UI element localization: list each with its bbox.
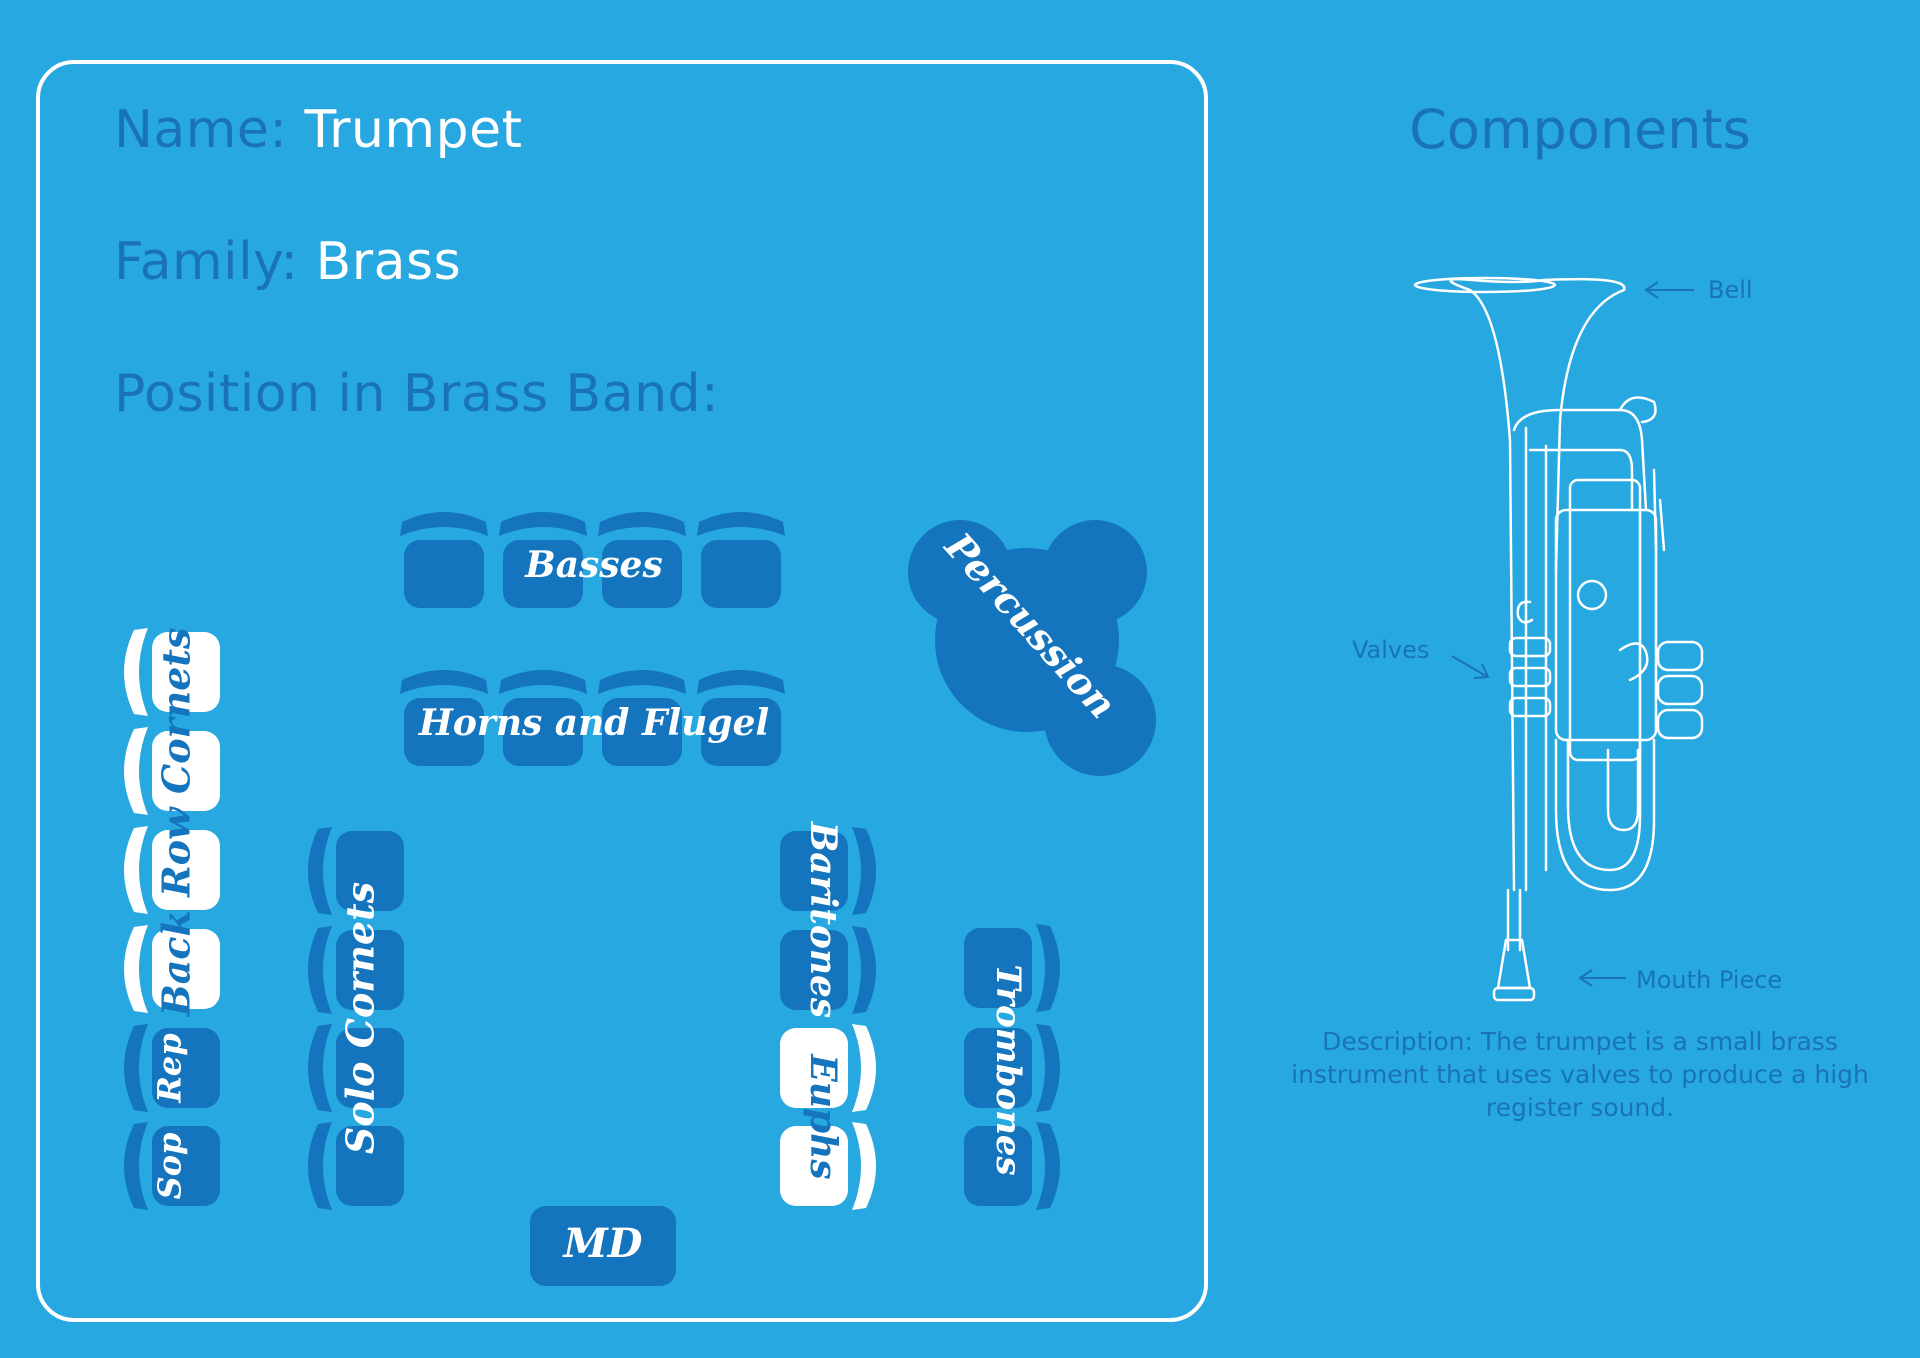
percussion-section xyxy=(908,520,1156,776)
valves-label: Valves xyxy=(1352,636,1430,664)
band-position-heading: Position in Brass Band: xyxy=(114,364,720,424)
trumpet-line-drawing xyxy=(1413,276,1704,1002)
components-title: Components xyxy=(1409,98,1751,161)
sop-label: Sop xyxy=(151,1133,189,1200)
md-podium xyxy=(530,1206,676,1286)
trombones-label: Trombones xyxy=(988,964,1028,1175)
instrument-family: Family: Brass xyxy=(114,232,462,292)
basses-label: Basses xyxy=(524,544,662,586)
baritones-label: Baritones xyxy=(802,821,844,1018)
bell-label: Bell xyxy=(1708,276,1753,304)
valves-pointer xyxy=(1451,655,1487,677)
rep-label: Rep xyxy=(151,1033,189,1103)
euphs-label: Euphs xyxy=(802,1053,844,1179)
mouthpiece-label: Mouth Piece xyxy=(1636,966,1783,994)
back-row-cornets-label: Back Row Cornets xyxy=(154,628,199,1018)
solo-cornets-label: Solo Cornets xyxy=(338,882,383,1154)
md-label: MD xyxy=(562,1220,643,1267)
instrument-name: Name: Trumpet xyxy=(114,100,523,160)
horns-label: Horns and Flugel xyxy=(418,702,769,744)
instrument-description: Description: The trumpet is a small bras… xyxy=(1291,1027,1869,1122)
instrument-card xyxy=(36,60,1208,1322)
